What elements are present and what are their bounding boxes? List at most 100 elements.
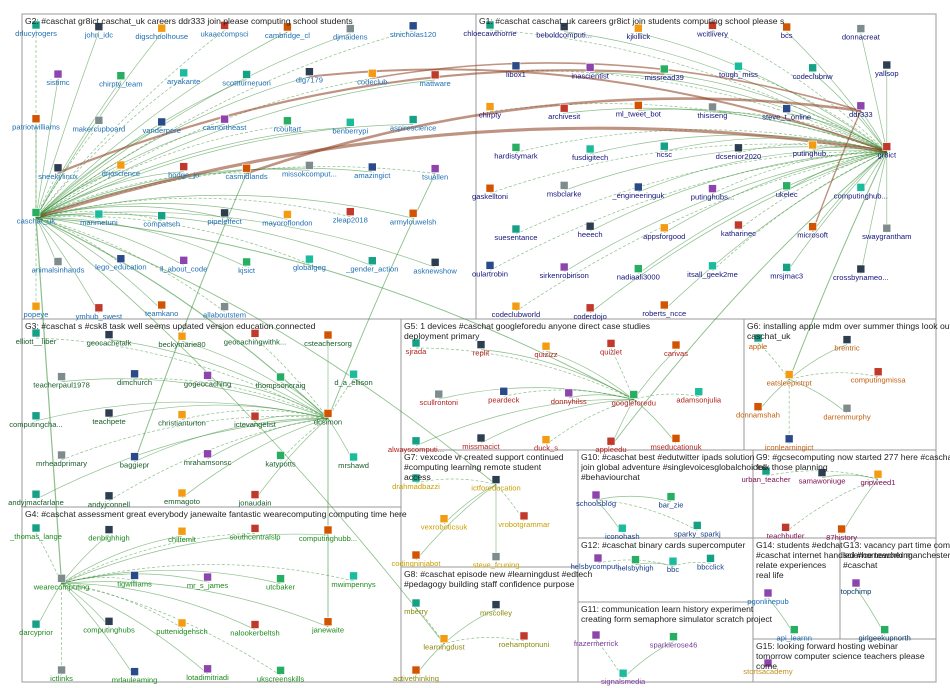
node-label: oulartrobin [472,269,508,278]
node-avatar [368,257,376,265]
node-label: animalsinhands [32,266,85,275]
node-label: geocachingwithk... [224,337,286,346]
node-avatar [58,451,66,459]
node-avatar [32,490,40,498]
node-avatar [54,164,62,172]
node-asknewshow: asknewshow [413,258,457,275]
node-avatar [672,341,680,349]
node-emmagoto: emmagoto [164,489,200,506]
node-inascientist: inascientist [571,63,609,80]
node-label: mr_s_james [187,581,229,590]
node-chirpty-team: chirpty_team [99,72,142,89]
node-avatar [607,339,615,347]
node-label: sjrada [406,347,427,356]
node-sparky-sparkj: sparky_sparkj [674,521,721,538]
node-label: quizlet [600,347,623,356]
node-brentric: brentric [834,336,860,353]
node-computinghub: computinghub... [834,183,888,200]
node-label: inascientist [571,71,609,80]
node-christianturton: christianturton [158,411,206,428]
node-label: dlg7179 [296,76,323,85]
node-label: replit [473,349,490,358]
node-label: elliott__liber [16,337,57,346]
node-avatar [324,409,332,417]
node-mrsjmac3: mrsjmac3 [770,263,803,280]
node-denbighhigh: denbighhigh [88,526,129,543]
node-label: makercupboard [72,124,125,133]
node-avatar [243,164,251,172]
node-avatar [368,163,376,171]
node-computingmissa: computingmissa [851,368,907,385]
group-title-g4: G4: #caschat assessment great everybody … [25,509,407,519]
node-scottturneruon: scottturneruon [222,70,271,87]
node-label: codeclubworld [492,310,541,319]
node-yallsop: yallsop [875,61,899,78]
node-csteachersorg: csteachersorg [304,331,352,348]
node-aspirescience: aspirescience [390,116,436,133]
node-avatar [874,368,882,376]
node-label: bbcclick [697,562,724,571]
node-label: googleforedu [612,399,656,408]
node-label: codeclubnw [793,72,834,81]
node-label: topchimp [841,587,872,596]
node-avatar [251,524,259,532]
node-avatar [783,263,791,271]
node-label: lego_education [95,263,147,272]
node-chirpty: chirpty [479,103,502,120]
node-label: thompsoncraig [256,381,306,390]
node-avatar [409,116,417,124]
node-label: bcs [781,31,793,40]
node-avatar [221,303,229,311]
node-label: manmetuni [80,218,118,227]
node-missokcomput: missokcomput... [282,161,337,178]
node-avatar [512,62,520,70]
node-gripweed1: gripweed1 [860,470,895,487]
node-coderdojo: coderdojo [573,304,606,321]
node-codingninjabot: codingninjabot [392,551,442,568]
node-avatar [857,265,865,273]
node-teachbutler: teachbutler [767,523,805,540]
node-patriotwilliams: patriotwilliams [12,115,60,132]
node-label: adamsonjulia [676,396,722,405]
node-quizlet: quizlet [600,339,623,356]
node-label: mrlauleaming [112,676,158,685]
node-beckymarie80: beckymarie80 [158,332,205,349]
node-label: ukscreenskills [257,674,304,683]
node-avatar [542,342,550,350]
node-avatar [660,142,668,150]
node-label: ncsc [656,150,672,159]
node-dimchurch: dimchurch [117,370,152,387]
node-signalsmedia: signalsmedia [601,669,646,686]
node-avatar [305,68,313,76]
node-avatar [283,210,291,218]
node-avatar [58,574,66,582]
node-label: emmagoto [164,497,200,506]
node-mberry: mberry [404,599,428,616]
node-avatar [520,632,528,640]
group-title-g13: G13: vacancy part time computerscience t… [843,540,950,570]
node-label: computinghubs [83,625,135,634]
node-avatar [586,222,594,230]
node-label: darcyprior [19,628,53,637]
node-label: coderdojo [573,312,606,321]
node-label: sirkenrobinson [539,271,588,280]
node-label: stnicholas120 [390,30,436,39]
node-label: iconlearningict [765,443,814,452]
node-zleap2018: zleap2018 [333,208,368,225]
node-mattware: mattware [420,71,451,88]
node-label: sistimc [46,78,69,87]
node-label: pipeleffect [207,217,242,226]
node-schoolsblog: schoolsblog [576,491,616,508]
node-janewaite: janewaite [311,618,344,635]
node-label: _gender_action [345,265,398,274]
node-avatar [634,265,642,273]
node-avatar [883,61,891,69]
node-label: computingcha... [9,420,63,429]
node-label: allaboutstem [203,311,246,320]
node-label: chirpty_team [99,80,142,89]
node-amazingict: amazingict [354,163,391,180]
node-scullrontoni: scullrontoni [420,390,459,407]
node-teacherpaul1978: teacherpaul1978 [33,373,90,390]
node-avatar [350,572,358,580]
node-label: helsbyhigh [617,564,653,573]
